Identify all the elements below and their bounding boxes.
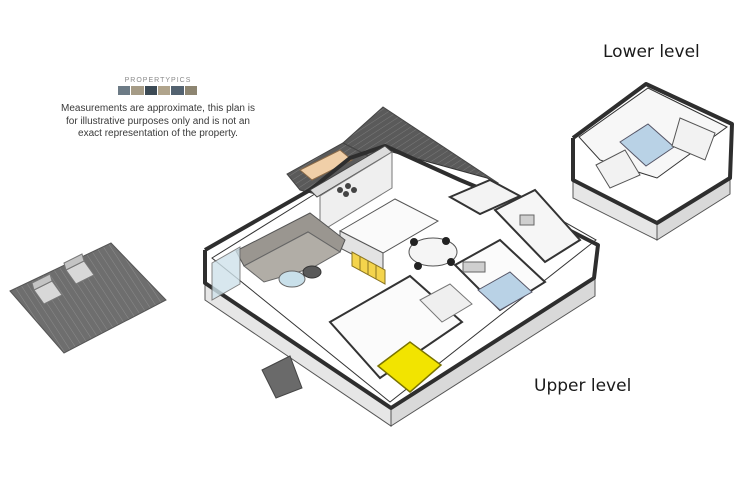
brand-logo-strip: [118, 86, 198, 95]
stovetop-icon: [337, 183, 357, 197]
stairs-icon: [351, 251, 386, 285]
glass-door: [211, 246, 241, 301]
outdoor-chair-icon: [63, 253, 95, 285]
lower-storage: [671, 117, 716, 161]
lower-level-plan: [571, 82, 734, 241]
brand-logo-text: PROPERTYPICS: [124, 77, 192, 84]
upper-level-plan: [203, 106, 600, 427]
lower-bathroom: [595, 149, 641, 189]
outdoor-chair-icon: [31, 273, 63, 305]
outdoor-table-icon: [299, 149, 353, 181]
upper-level-label: Upper level: [534, 376, 632, 396]
brand-logo: PROPERTYPICS: [118, 77, 198, 97]
bed-highlight-icon: [376, 341, 443, 393]
sofa-icon: [235, 212, 346, 283]
wardrobe-icon: [419, 283, 473, 323]
desk-icon: [462, 261, 486, 273]
entry-steps: [261, 355, 303, 399]
bedroom-two: [453, 238, 547, 312]
outdoor-deck: [9, 242, 167, 354]
vanity-icon: [519, 214, 535, 226]
lower-level-label: Lower level: [603, 42, 700, 62]
coffee-table-icon: [278, 265, 322, 288]
bathroom: [493, 188, 582, 264]
bedroom-one: [328, 274, 473, 393]
dining-table-icon: [408, 237, 458, 270]
disclaimer-text: Measurements are approximate, this plan …: [61, 103, 255, 139]
